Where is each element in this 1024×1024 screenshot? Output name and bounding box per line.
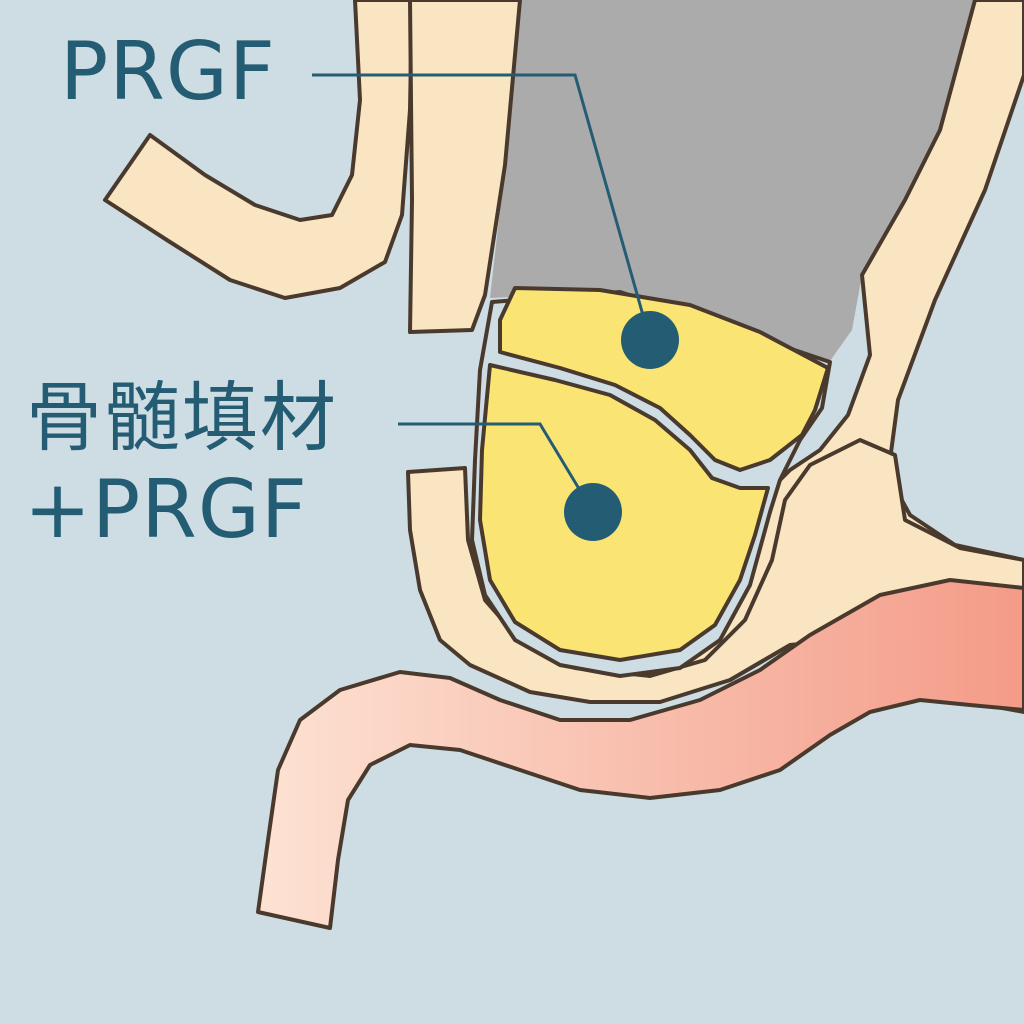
marrow-prgf-graft	[478, 363, 770, 662]
prgf-label: PRGF	[60, 25, 276, 118]
bone-marrow-filler-label: 骨髄填材	[26, 373, 338, 462]
upper-center-bone	[408, 0, 522, 334]
prgf-marker-dot	[621, 311, 679, 369]
prgf-leader-line	[312, 73, 652, 341]
gum-tissue	[256, 578, 1024, 930]
marrow-leader-line	[398, 422, 595, 513]
plus-prgf-label: +PRGF	[24, 463, 308, 556]
prgf-graft	[498, 286, 830, 472]
marrow-marker-dot	[564, 483, 622, 541]
upper-left-bone	[103, 0, 414, 300]
implant-shape	[490, 0, 975, 375]
